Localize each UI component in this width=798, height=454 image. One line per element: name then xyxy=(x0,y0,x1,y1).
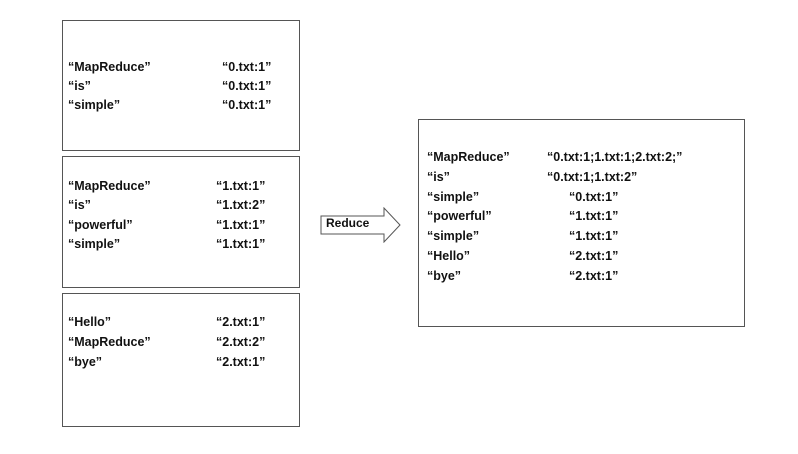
value-text: “0.txt:1” xyxy=(222,60,272,74)
value-text: “1.txt:1” xyxy=(569,209,619,224)
map-output-box-0 xyxy=(62,20,300,151)
value-text: “1.txt:1” xyxy=(216,179,266,193)
reduce-arrow-icon xyxy=(320,207,401,243)
value-text: “2.txt:1” xyxy=(569,249,619,263)
key-text: “powerful” xyxy=(68,218,133,232)
key-text: “powerful” xyxy=(427,209,492,224)
key-text: “simple” xyxy=(68,237,121,251)
value-text: “1.txt:1” xyxy=(569,229,619,244)
reduce-output-box xyxy=(418,119,745,327)
map-output-box-2 xyxy=(62,293,300,427)
key-text: “is” xyxy=(68,79,91,93)
key-text: “Hello” xyxy=(427,249,471,263)
key-text: “MapReduce” xyxy=(68,335,151,349)
value-text: “0.txt:1;1.txt:2” xyxy=(547,169,638,184)
key-text: “bye” xyxy=(68,355,103,369)
key-text: “MapReduce” xyxy=(427,150,510,164)
value-text: “2.txt:1” xyxy=(216,315,266,329)
value-text: “2.txt:1” xyxy=(216,355,266,369)
value-text: “0.txt:1” xyxy=(222,79,272,93)
value-text: “0.txt:1;1.txt:1;2.txt:2;” xyxy=(547,150,683,164)
key-text: “is” xyxy=(68,198,91,212)
key-text: “is” xyxy=(427,169,450,184)
key-text: “bye” xyxy=(427,268,462,283)
value-text: “1.txt:2” xyxy=(216,198,266,212)
value-text: “1.txt:1” xyxy=(216,218,266,232)
value-text: “0.txt:1” xyxy=(222,98,272,112)
key-text: “simple” xyxy=(427,229,480,244)
value-text: “0.txt:1” xyxy=(569,189,619,204)
value-text: “2.txt:1” xyxy=(569,268,619,283)
map-output-box-1 xyxy=(62,156,300,288)
key-text: “MapReduce” xyxy=(68,60,151,74)
key-text: “simple” xyxy=(427,189,480,204)
reduce-label: Reduce xyxy=(326,216,370,230)
value-text: “1.txt:1” xyxy=(216,237,266,251)
key-text: “MapReduce” xyxy=(68,179,151,193)
key-text: “simple” xyxy=(68,98,121,112)
key-text: “Hello” xyxy=(68,315,112,329)
value-text: “2.txt:2” xyxy=(216,335,266,349)
